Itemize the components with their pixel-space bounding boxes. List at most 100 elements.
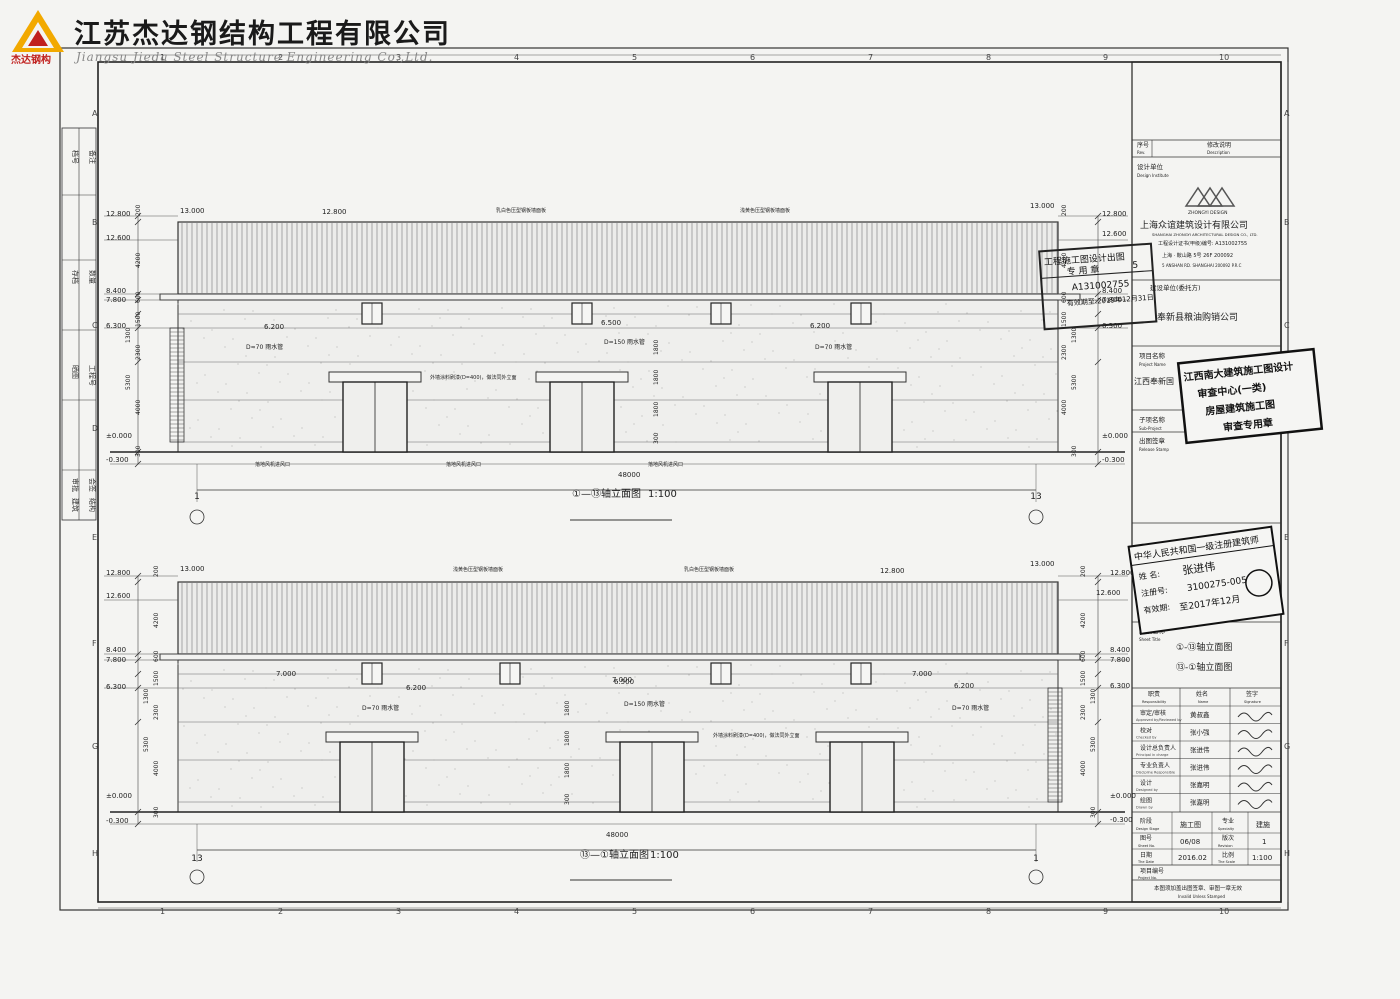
wall-texture-dot (847, 717, 849, 719)
wall-texture-dot (689, 351, 691, 353)
grid-col-label: 6 (750, 53, 755, 62)
wall-texture-dot (287, 373, 289, 375)
logo-label: 杰达钢构 (11, 55, 51, 66)
wall-texture-dot (315, 697, 317, 699)
wall-texture-dot (1008, 330, 1010, 332)
wall-texture-dot (334, 776, 336, 778)
dim-label: 200 (1061, 204, 1068, 216)
wall-texture-dot (190, 320, 192, 322)
wall-texture-dot (793, 719, 795, 721)
wall-texture-dot (551, 317, 553, 319)
stage-value: 施工图 (1180, 820, 1201, 829)
wall-texture-dot (1020, 310, 1022, 312)
wall-texture-dot (709, 323, 711, 325)
dim-tick (134, 218, 142, 226)
wall-texture-dot (315, 337, 317, 339)
dim-tick (1094, 290, 1102, 298)
wall-texture-dot (662, 424, 664, 426)
grid-col-label: 8 (986, 907, 991, 916)
wall-texture-dot (218, 788, 220, 790)
role-header-en: Signature (1244, 700, 1261, 704)
grid-col-label: 3 (396, 907, 401, 916)
grid-col-label: 8 (986, 53, 991, 62)
dim-label: 5300 (143, 737, 150, 752)
wall-texture-dot (730, 692, 732, 694)
wall-texture-dot (833, 663, 835, 665)
wall-texture-dot (258, 372, 260, 374)
wall-texture-dot (897, 367, 899, 369)
wall-texture-dot (814, 368, 816, 370)
grid-col-label: 5 (632, 907, 637, 916)
dim-label: 200 (153, 565, 160, 577)
wall-texture-dot (667, 665, 669, 667)
wall-texture-dot (404, 758, 406, 760)
role-header: 姓名 (1196, 690, 1208, 698)
wall-texture-dot (724, 414, 726, 416)
dim-tick (134, 718, 142, 726)
wall-texture-dot (349, 723, 351, 725)
wall-texture-dot (1008, 690, 1010, 692)
dim-label: 600 (153, 650, 160, 662)
wall-texture-dot (689, 711, 691, 713)
grid-col-label: 5 (632, 53, 637, 62)
wall-texture-dot (1022, 384, 1024, 386)
wall-texture-dot (759, 333, 761, 335)
wall-texture-dot (481, 695, 483, 697)
role-name: 专业负责人 (1140, 762, 1170, 770)
wall-texture-dot (930, 716, 932, 718)
wall-texture-dot (474, 740, 476, 742)
wall-texture-dot (765, 395, 767, 397)
wall-texture-dot (571, 793, 573, 795)
wall-texture-dot (238, 400, 240, 402)
wall-texture-dot (655, 685, 657, 687)
wall-texture-dot (223, 669, 225, 671)
wall-texture-dot (744, 386, 746, 388)
wall-texture-dot (529, 775, 531, 777)
wall-texture-dot (537, 767, 539, 769)
wall-texture-dot (280, 418, 282, 420)
wall-texture-dot (896, 690, 898, 692)
wall-texture-dot (521, 783, 523, 785)
wall-texture-dot (273, 319, 275, 321)
wall-texture-dot (1027, 409, 1029, 411)
wall-texture-dot (530, 308, 532, 310)
grid-cols-top: 1 2 3 4 5 6 7 8 9 10 (160, 53, 1229, 62)
wall-texture-dot (252, 310, 254, 312)
wall-texture-dot (1006, 400, 1008, 402)
elevation-title: ①—⑬轴立面图 (572, 487, 641, 500)
wall-texture-dot (265, 687, 267, 689)
signature-scribble (1237, 711, 1273, 722)
revision-no-label: 序号 (1137, 141, 1149, 149)
dim-tick (134, 808, 142, 816)
strip-label: 存档 (71, 270, 80, 284)
grid-col-label: 4 (514, 907, 519, 916)
wall-texture-dot (204, 374, 206, 376)
stamp-line: 姓 名: (1138, 569, 1160, 582)
note-label: 浅黄色压型钢板墙面板 (453, 566, 503, 573)
wall-texture-dot (211, 329, 213, 331)
roof-panel (177, 581, 1059, 655)
wall-texture-dot (452, 694, 454, 696)
dim-tick (1094, 448, 1102, 456)
wall-texture-dot (440, 714, 442, 716)
role-name-en: Drawn by (1136, 806, 1153, 810)
wall-texture-dot (736, 754, 738, 756)
dim-label: 300 (1071, 445, 1078, 457)
pipe-level: 6.200 (264, 323, 284, 331)
wall-texture-dot (751, 341, 753, 343)
date-label-en: The Date (1137, 860, 1154, 864)
dim-label: 600 (1080, 650, 1087, 662)
grid-col-label: 9 (1103, 907, 1108, 916)
wall-texture-dot (917, 699, 919, 701)
wall-texture-dot (551, 677, 553, 679)
wall-texture-dot (508, 766, 510, 768)
wall-texture-dot (993, 743, 995, 745)
wall-texture-dot (973, 411, 975, 413)
grid-row-label: F (92, 639, 97, 648)
wall-texture-dot (536, 730, 538, 732)
wall-texture-dot (223, 309, 225, 311)
footer-note: 本图须加盖出图签章、审图一章无效 (1154, 884, 1243, 892)
wall-texture-dot (715, 385, 717, 387)
wall-texture-dot (543, 325, 545, 327)
wall-texture-dot (598, 720, 600, 722)
